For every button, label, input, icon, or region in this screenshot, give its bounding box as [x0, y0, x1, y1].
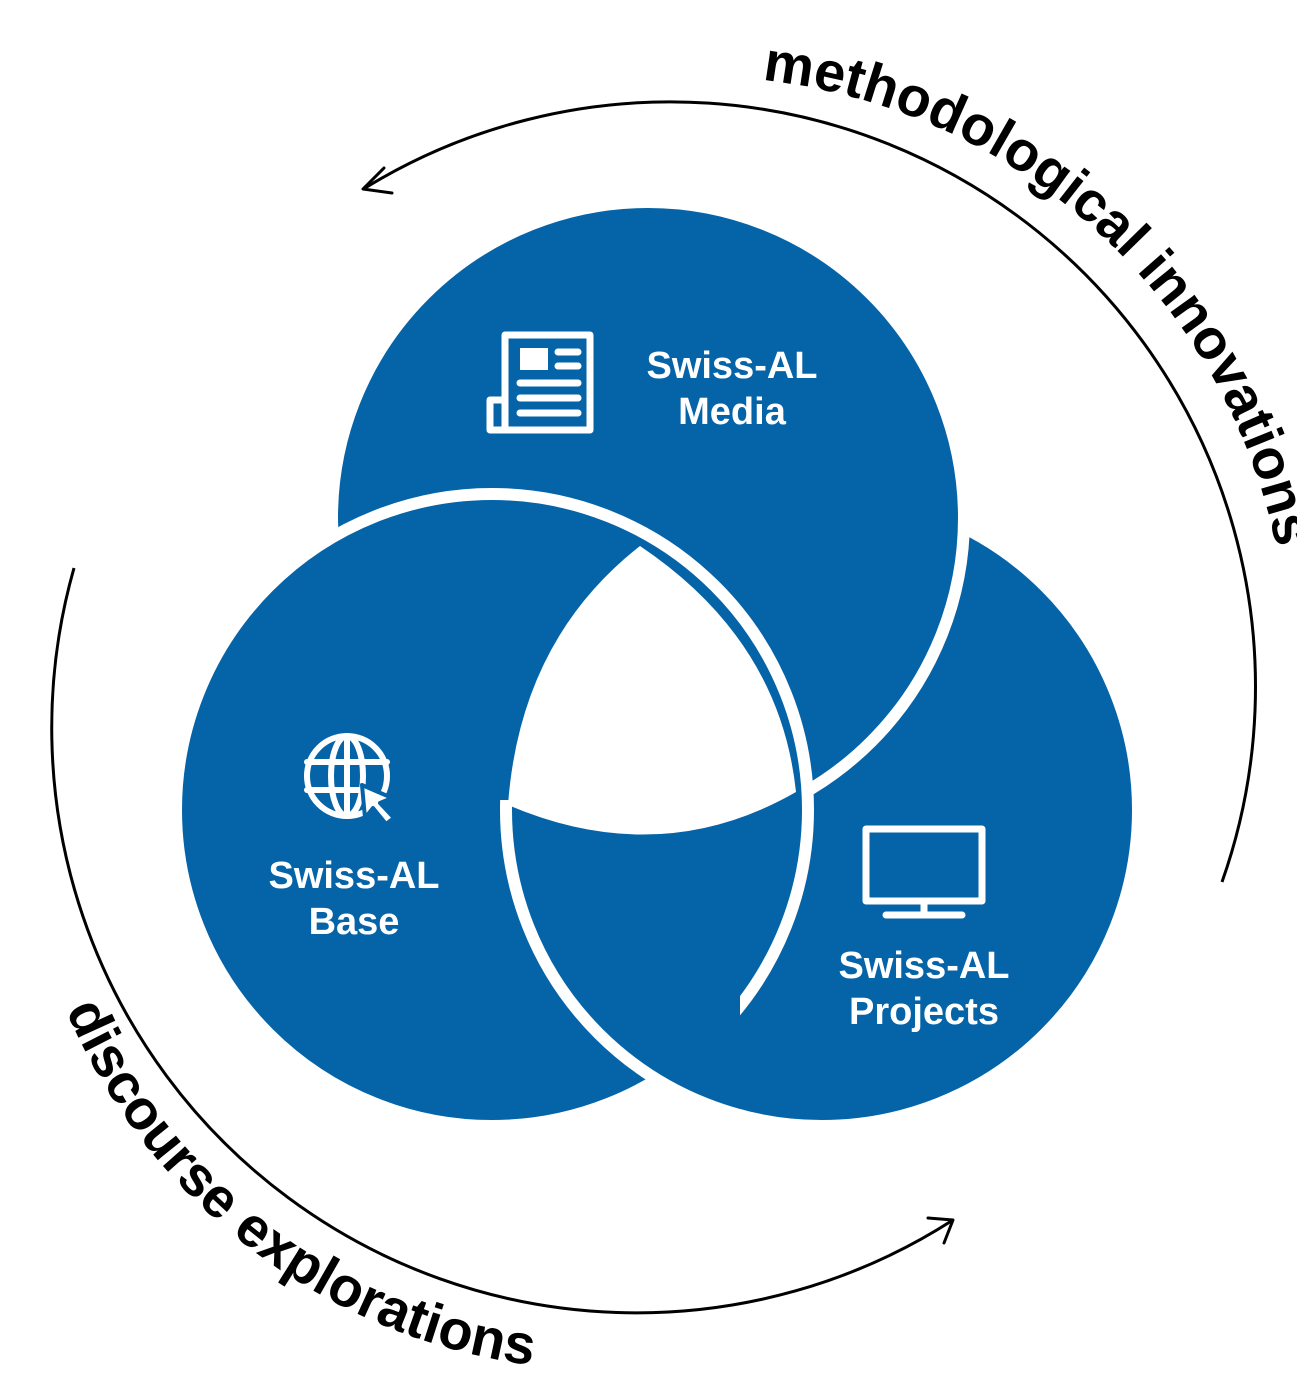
projects-label-line1: Swiss-AL — [838, 945, 1009, 987]
base-label-line2: Base — [309, 901, 400, 943]
monitor-icon — [862, 825, 986, 919]
top-cycle-arrow — [361, 100, 1257, 883]
bottom-cycle-arrow — [50, 567, 955, 1315]
globe-cursor-icon — [304, 733, 396, 826]
projects-label-line2: Projects — [849, 991, 999, 1033]
base-label-line1: Swiss-AL — [268, 855, 439, 897]
center-gap — [508, 546, 796, 835]
media-label-line2: Media — [678, 391, 787, 433]
media-label-line1: Swiss-AL — [646, 345, 817, 387]
circle-projects-overlap — [500, 800, 740, 1122]
newspaper-icon — [486, 331, 594, 434]
